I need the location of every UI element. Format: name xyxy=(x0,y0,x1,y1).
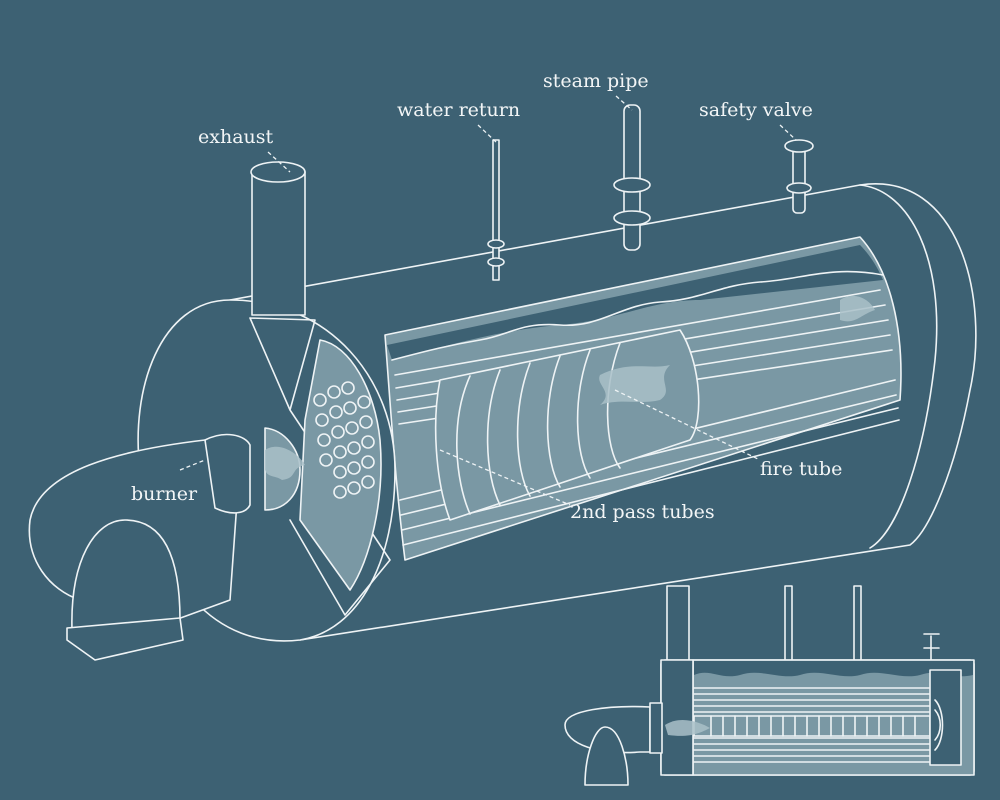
side-view-inset xyxy=(564,585,975,786)
label-burner: burner xyxy=(131,483,198,505)
label-second-pass-tubes: 2nd pass tubes xyxy=(570,501,715,523)
exhaust-stack xyxy=(250,151,306,316)
cutaway-window xyxy=(384,236,902,561)
label-water-return: water return xyxy=(397,99,521,121)
steam-pipe xyxy=(613,95,651,251)
burner xyxy=(28,427,305,661)
front-tube-bundle xyxy=(313,381,375,499)
label-safety-valve: safety valve xyxy=(699,99,813,121)
safety-valve xyxy=(779,124,814,214)
fire-tube xyxy=(434,329,761,521)
label-fire-tube: fire tube xyxy=(760,458,843,480)
label-exhaust: exhaust xyxy=(198,126,274,148)
label-steam-pipe: steam pipe xyxy=(543,70,649,92)
water-return-pipe xyxy=(477,124,505,281)
